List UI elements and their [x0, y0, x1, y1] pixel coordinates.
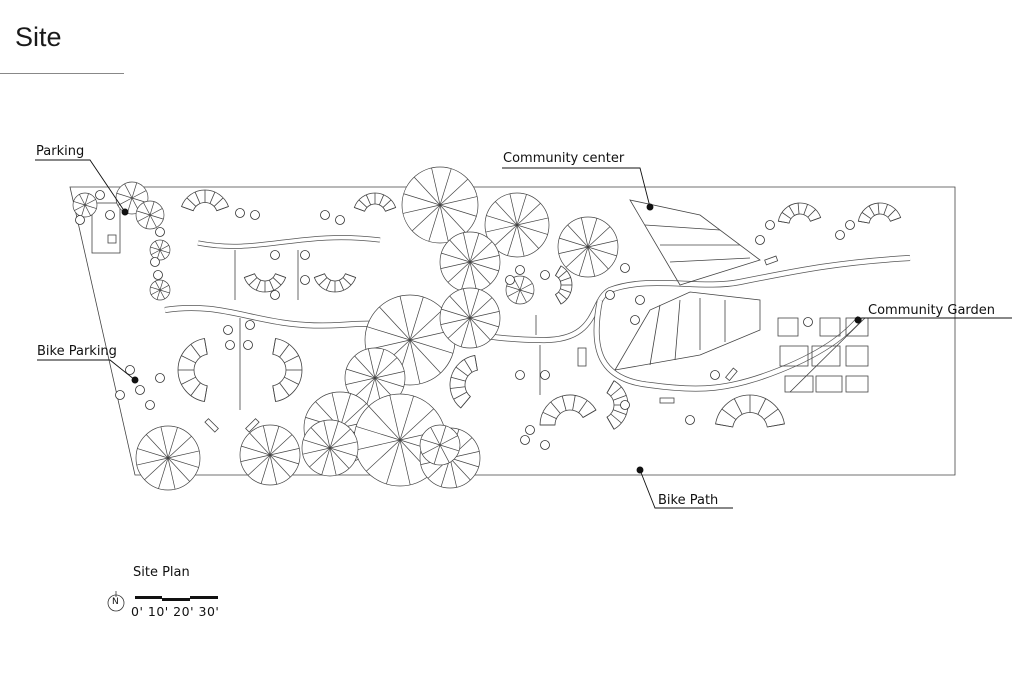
shrub-icon — [685, 415, 695, 425]
tree-icon — [72, 192, 98, 218]
pavilion-fan — [539, 394, 597, 426]
north-arrow-icon — [107, 591, 125, 612]
shrub-icon — [145, 400, 155, 410]
shrub-icon — [710, 370, 720, 380]
tree-icon — [135, 200, 165, 230]
leader-parking — [35, 159, 126, 213]
shrub-icon — [525, 425, 535, 435]
tree-icon — [419, 424, 461, 466]
shrub-icon — [75, 215, 85, 225]
title-divider — [0, 73, 124, 74]
tree-icon — [484, 192, 550, 258]
shrub-icon — [320, 210, 330, 220]
shrub-icon — [540, 270, 550, 280]
shrub-icon — [520, 435, 530, 445]
tree-icon — [301, 419, 359, 477]
shrub-icon — [765, 220, 775, 230]
shrub-icon — [153, 270, 163, 280]
pavilion-fan — [554, 265, 573, 305]
shrub-icon — [335, 215, 345, 225]
shrub-icon — [235, 208, 245, 218]
page-title: Site — [15, 22, 62, 52]
shrub-icon — [845, 220, 855, 230]
shrub-icon — [155, 227, 165, 237]
shrub-icon — [755, 235, 765, 245]
community-center-building — [614, 199, 761, 371]
pavilion-fan — [243, 273, 287, 293]
north-label: N — [112, 597, 119, 607]
shrub-icon — [300, 250, 310, 260]
shrub-icon — [270, 250, 280, 260]
shrub-icon — [135, 385, 145, 395]
shrub-icon — [270, 290, 280, 300]
pavilion-fan — [857, 202, 902, 224]
shrub-icon — [150, 257, 160, 267]
tree-icon — [135, 425, 201, 491]
shrub-icon — [605, 290, 615, 300]
pavilion-fan — [777, 202, 822, 224]
pavilion-fan — [177, 338, 208, 402]
pavilion-fan — [272, 338, 303, 402]
label-community-garden: Community Garden — [868, 303, 996, 318]
loop-walkway — [593, 299, 863, 392]
label-bike-parking: Bike Parking — [37, 344, 117, 359]
shrub-icon — [115, 390, 125, 400]
tree-icon — [149, 279, 171, 301]
shrub-icon — [515, 265, 525, 275]
shrub-icon — [630, 315, 640, 325]
scale-bar — [135, 596, 218, 601]
shrub-icon — [620, 263, 630, 273]
leader-bike-parking — [37, 359, 136, 381]
community-garden-plots — [777, 317, 869, 393]
tree-icon — [439, 287, 501, 349]
shrub-icon — [515, 370, 525, 380]
shrub-icon — [223, 325, 233, 335]
tree-icon — [439, 231, 501, 293]
shrub-icon — [225, 340, 235, 350]
label-bike-path: Bike Path — [658, 493, 719, 508]
shrub-icon — [300, 275, 310, 285]
shrub-icon — [803, 317, 813, 327]
shrub-icon — [620, 400, 630, 410]
leader-community-garden — [857, 317, 1012, 321]
shrub-icon — [635, 295, 645, 305]
pavilion-fan — [353, 192, 397, 212]
shrub-icon — [155, 373, 165, 383]
shrub-icon — [505, 275, 515, 285]
label-community-center: Community center — [503, 151, 625, 166]
tree-icon — [239, 424, 301, 486]
pavilion-fan — [715, 394, 785, 428]
parking-lot — [91, 202, 121, 254]
pavilion-fan — [180, 189, 230, 212]
tree-icon — [149, 239, 171, 261]
legend-title: Site Plan — [133, 565, 190, 580]
tree-icon — [557, 216, 619, 278]
shrub-icon — [835, 230, 845, 240]
scale-labels: 0' 10' 20' 30' — [131, 604, 220, 619]
shrub-icon — [540, 370, 550, 380]
site-boundary — [69, 186, 956, 476]
shrub-icon — [125, 365, 135, 375]
pavilion-fan — [449, 354, 478, 409]
tree-icon — [401, 166, 479, 244]
leader-bike-path — [639, 469, 733, 509]
shrub-icon — [250, 210, 260, 220]
shrub-icon — [105, 210, 115, 220]
pavilion-fan — [313, 273, 357, 293]
leader-community-center — [502, 167, 651, 208]
shrub-icon — [245, 320, 255, 330]
shrub-icon — [540, 440, 550, 450]
shrub-icon — [95, 190, 105, 200]
shrub-icon — [243, 340, 253, 350]
label-parking: Parking — [36, 144, 85, 159]
